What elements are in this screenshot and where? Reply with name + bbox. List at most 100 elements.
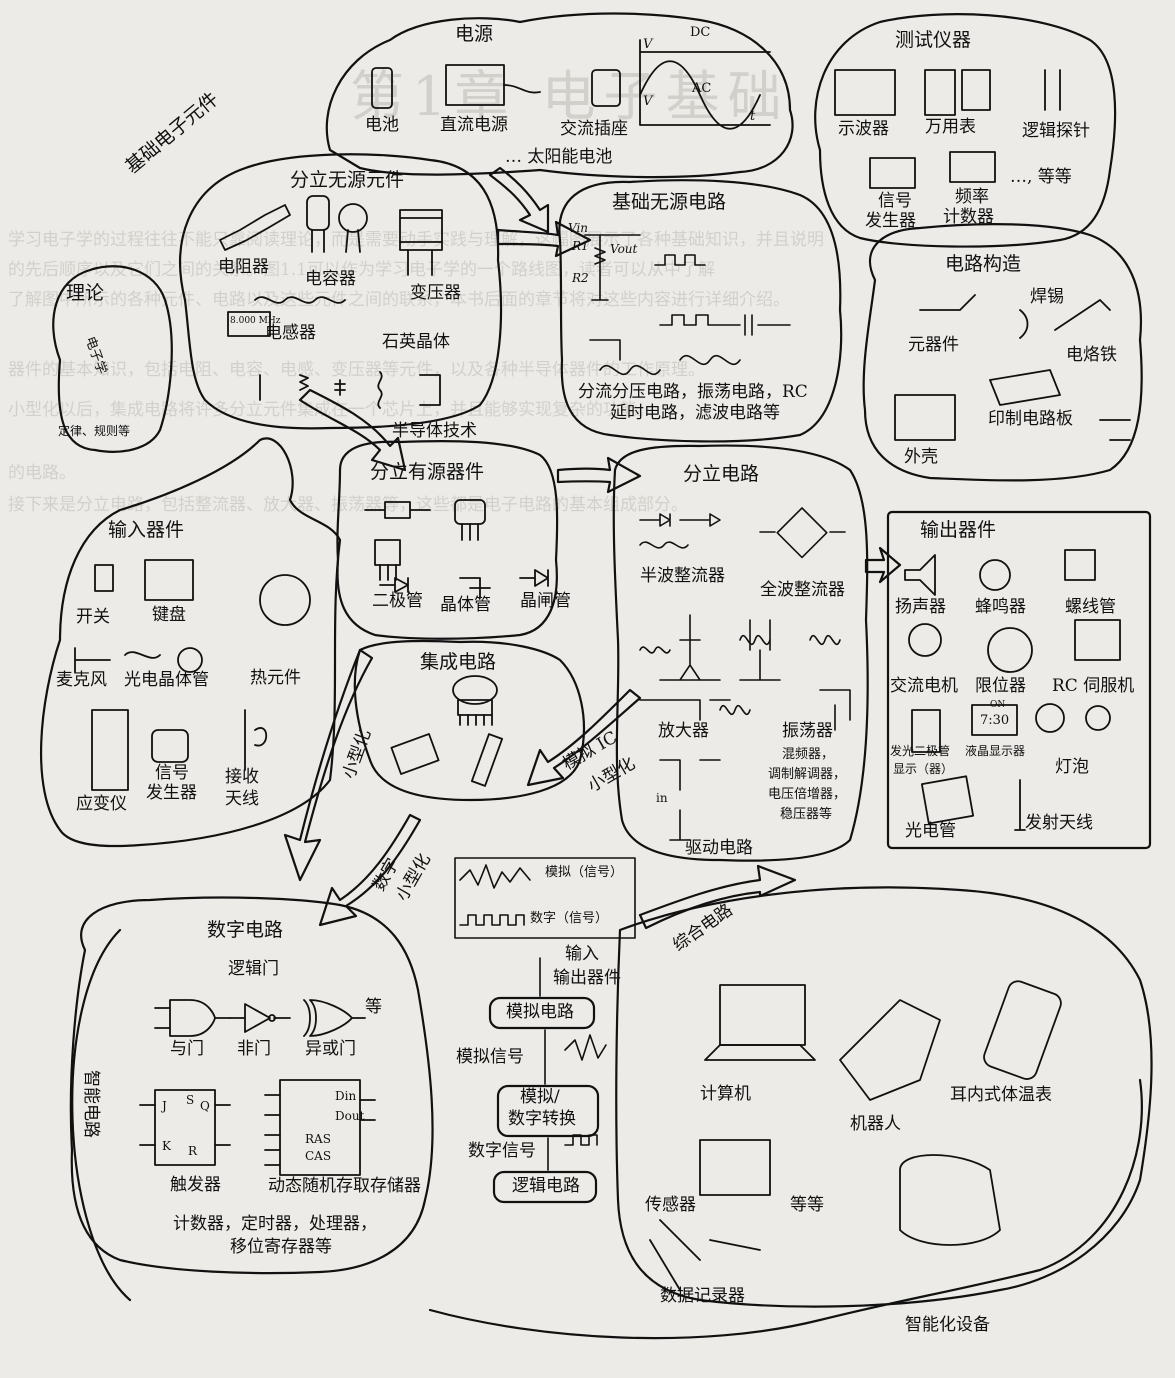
digital-q: Q bbox=[200, 1100, 210, 1114]
passive-crystal-freq: 8.000 MHz bbox=[230, 316, 280, 326]
discrete-half-wave: 半波整流器 bbox=[640, 567, 725, 587]
discrete-in: in bbox=[656, 792, 668, 806]
passive-inductor: 电感器 bbox=[265, 324, 316, 344]
input-siggen-1: 信号 bbox=[155, 764, 189, 784]
output-speaker: 扬声器 bbox=[895, 598, 946, 618]
output-led-display: 发光二极管 bbox=[890, 745, 950, 759]
output-title: 输出器件 bbox=[920, 520, 996, 542]
output-servo: RC 伺服机 bbox=[1052, 677, 1134, 697]
input-switch: 开关 bbox=[76, 608, 110, 628]
input-thermistor: 热元件 bbox=[250, 669, 301, 689]
power-ac-label: AC bbox=[692, 82, 711, 97]
passive-circuits-r2: R2 bbox=[572, 272, 589, 286]
arrow-discrete-output bbox=[866, 548, 900, 582]
power-t-axis: t bbox=[750, 110, 755, 125]
smart-thermometer: 耳内式体温表 bbox=[950, 1086, 1052, 1106]
input-phototransistor: 光电晶体管 bbox=[124, 671, 209, 691]
digital-gates: 逻辑门 bbox=[228, 960, 279, 980]
digital-list1: 计数器，定时器，处理器， bbox=[173, 1215, 377, 1235]
digital-not: 非门 bbox=[237, 1040, 271, 1060]
smart-etc: 等等 bbox=[790, 1196, 824, 1216]
signal-digital: 数字（信号） bbox=[530, 912, 608, 927]
instrument-oscilloscope: 示波器 bbox=[838, 120, 889, 140]
digital-r: R bbox=[188, 1145, 197, 1159]
digital-cas: CAS bbox=[305, 1150, 331, 1164]
passive-capacitor: 电容器 bbox=[305, 270, 356, 290]
passive-transformer: 变压器 bbox=[410, 284, 461, 304]
smart-logger: 数据记录器 bbox=[660, 1287, 745, 1307]
active-thyristor: 晶闸管 bbox=[520, 592, 571, 612]
power-dc-label: DC bbox=[690, 26, 710, 41]
output-lcd-value: 7:30 bbox=[980, 714, 1009, 729]
input-siggen-2: 发生器 bbox=[146, 784, 197, 804]
discrete-title: 分立电路 bbox=[683, 464, 759, 486]
output-photocell: 光电管 bbox=[905, 822, 956, 842]
output-lamp: 灯泡 bbox=[1055, 758, 1089, 778]
input-strain: 应变仪 bbox=[76, 795, 127, 815]
construction-enclosure: 外壳 bbox=[904, 448, 938, 468]
passive-circuits-line2: 延时电路，滤波电路等 bbox=[610, 404, 780, 424]
active-device-doodles bbox=[365, 500, 548, 598]
output-lcd: 液晶显示器 bbox=[965, 745, 1025, 759]
instrument-multimeter: 万用表 bbox=[925, 118, 976, 138]
passive-crystal: 石英晶体 bbox=[382, 333, 450, 353]
output-motor: 交流电机 bbox=[890, 677, 958, 697]
digital-dout: Dout bbox=[335, 1110, 364, 1124]
construction-iron: 电烙铁 bbox=[1066, 346, 1117, 366]
power-battery: 电池 bbox=[365, 116, 399, 136]
digital-j: J bbox=[162, 1100, 167, 1114]
arrow-power bbox=[490, 168, 548, 232]
discrete-amplifier: 放大器 bbox=[658, 722, 709, 742]
passive-circuits-vout: Vout bbox=[610, 243, 637, 257]
instrument-signal-gen-1: 信号 bbox=[878, 192, 912, 212]
input-antenna-2: 天线 bbox=[225, 790, 259, 810]
input-antenna-1: 接收 bbox=[225, 768, 259, 788]
ic-title: 集成电路 bbox=[420, 652, 496, 674]
digital-gate-doodles bbox=[140, 1000, 375, 1175]
discrete-osc-list-0: 混频器， bbox=[782, 748, 834, 763]
passive-circuits-vin: Vin bbox=[568, 222, 588, 236]
digital-ras: RAS bbox=[305, 1133, 331, 1147]
input-keypad: 键盘 bbox=[152, 606, 186, 626]
theory-title: 理论 bbox=[66, 283, 104, 305]
instrument-logic-probe: 逻辑探针 bbox=[1022, 122, 1090, 142]
arrow-to-discrete bbox=[558, 458, 640, 492]
label-smart-circuit: 智能电路 bbox=[80, 1070, 100, 1138]
discrete-osc-list-3: 稳压器等 bbox=[780, 808, 832, 823]
digital-title: 数字电路 bbox=[207, 920, 283, 942]
digital-list2: 移位寄存器等 bbox=[230, 1238, 332, 1258]
construction-pcb: 印制电路板 bbox=[988, 410, 1073, 430]
smart-robot: 机器人 bbox=[850, 1115, 901, 1135]
digital-and: 与门 bbox=[170, 1040, 204, 1060]
passive-title: 分立无源元件 bbox=[290, 170, 404, 192]
power-v-bottom: V bbox=[643, 95, 652, 110]
output-lcd-on: ON bbox=[990, 700, 1005, 710]
digital-din: Din bbox=[335, 1090, 356, 1104]
construction-title: 电路构造 bbox=[945, 254, 1021, 276]
input-mic: 麦克风 bbox=[56, 671, 107, 691]
io-input: 输入 bbox=[565, 945, 599, 965]
digital-k: K bbox=[162, 1140, 171, 1154]
smart-computer: 计算机 bbox=[700, 1085, 751, 1105]
passive-resistor: 电阻器 bbox=[218, 258, 269, 278]
theory-laws: 定律、规则等 bbox=[58, 425, 130, 439]
label-semiconductor: 半导体技术 bbox=[392, 422, 477, 442]
active-title: 分立有源器件 bbox=[370, 462, 484, 484]
instruments-title: 测试仪器 bbox=[895, 30, 971, 52]
active-diode: 二极管 bbox=[372, 592, 423, 612]
output-led-display-2: 显示（器） bbox=[893, 763, 953, 777]
passive-circuits-title: 基础无源电路 bbox=[612, 192, 726, 214]
io-analog-signal: 模拟信号 bbox=[456, 1048, 524, 1068]
construction-components: 元器件 bbox=[908, 336, 959, 356]
instrument-etc: …, 等等 bbox=[1010, 168, 1072, 188]
signal-analog: 模拟（信号） bbox=[545, 866, 623, 881]
smart-loop bbox=[72, 930, 1142, 1338]
power-dc-supply: 直流电源 bbox=[440, 116, 508, 136]
construction-solder: 焊锡 bbox=[1030, 288, 1064, 308]
digital-xor: 异或门 bbox=[305, 1040, 356, 1060]
digital-s: S bbox=[186, 1094, 194, 1108]
ic-doodles bbox=[391, 676, 502, 786]
output-tx-antenna: 发射天线 bbox=[1025, 814, 1093, 834]
io-logic: 逻辑电路 bbox=[512, 1177, 580, 1197]
instrument-signal-gen-2: 发生器 bbox=[865, 212, 916, 232]
